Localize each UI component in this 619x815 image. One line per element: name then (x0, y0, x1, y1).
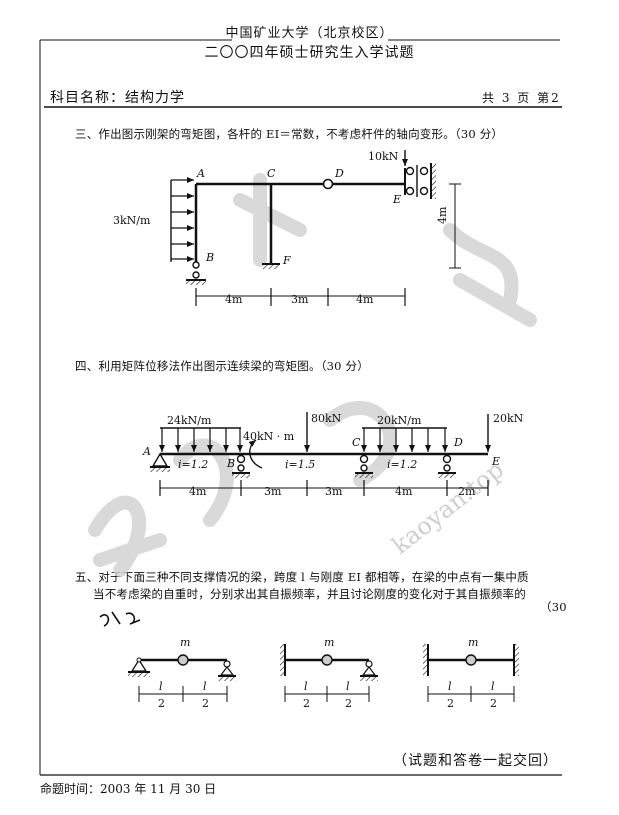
load-20kn: 20kN (493, 412, 524, 425)
half-span-3b: l (491, 680, 495, 693)
half-den-3b: 2 (490, 697, 497, 710)
load-24kn-m: 24kN/m (167, 414, 212, 427)
half-span-1a: l (159, 680, 163, 693)
q3-frame (170, 150, 461, 306)
subject-name: 科目名称：结构力学 (50, 90, 185, 106)
q4-labels: 24kN/m 40kN · m 80kN 20kN/m 20kN A B C D… (142, 412, 524, 498)
load-3kn-m: 3kN/m (113, 214, 151, 227)
exam-title: 二〇〇四年硕士研究生入学试题 (204, 45, 415, 61)
label-d: D (453, 436, 463, 449)
dim-3m: 3m (291, 293, 309, 306)
mass-label-3: m (468, 636, 478, 649)
hinge-d (322, 178, 334, 190)
watermark (88, 173, 537, 577)
half-den-1a: 2 (158, 697, 165, 710)
handwritten-mark (99, 611, 141, 627)
dim-4m-cd: 4m (395, 485, 413, 498)
slider-support-e (404, 163, 436, 199)
page-info: 共 3 页 第2 (482, 91, 561, 105)
dim-4m-1: 4m (225, 293, 243, 306)
return-note: （试题和答卷一起交回） (393, 753, 558, 769)
question-5-score: （30 (540, 600, 567, 614)
support-a (150, 452, 170, 472)
load-20kn-m: 20kN/m (377, 414, 422, 427)
half-span-2b: l (346, 680, 350, 693)
page-frame (39, 39, 562, 776)
question-3-text: 三、作出图示刚架的弯矩图，各杆的 EI＝常数，不考虑杆件的轴向变形。（30 分） (75, 127, 504, 141)
q5-beam-2 (280, 644, 378, 702)
exam-date: 命题时间：2003 年 11 月 30 日 (40, 782, 217, 796)
label-e: E (392, 193, 401, 206)
half-span-3a: l (448, 680, 452, 693)
label-a: A (142, 445, 151, 458)
label-c: C (267, 167, 276, 180)
dim-3m-1: 3m (264, 485, 282, 498)
label-c: C (352, 436, 361, 449)
label-b: B (205, 251, 214, 264)
question-5-line2: 当不考虑梁的自重时，分别求出其自振频率，并且讨论刚度的变化对于其自振频率的 (93, 587, 526, 601)
mass-2 (321, 654, 333, 666)
university-name: 中国矿业大学（北京校区） (225, 26, 394, 41)
stiffness-cd: i=1.2 (387, 458, 417, 471)
mass-3 (465, 654, 477, 666)
q5-beam-1 (128, 654, 236, 702)
dim-3m-2: 3m (325, 485, 343, 498)
q5-beam-3 (423, 644, 519, 702)
label-a: A (196, 167, 205, 180)
load-10kn: 10kN (368, 150, 399, 163)
label-f: F (282, 254, 291, 267)
moment-40knm (248, 439, 263, 469)
half-den-2a: 2 (303, 697, 310, 710)
half-den-2b: 2 (345, 697, 352, 710)
support-d (438, 454, 456, 478)
stiffness-bc: i=1.5 (285, 458, 315, 471)
q4-beam (150, 412, 491, 496)
half-span-1b: l (203, 680, 207, 693)
half-den-3a: 2 (447, 697, 454, 710)
question-4-text: 四、利用矩阵位移法作出图示连续梁的弯矩图。（30 分） (75, 359, 369, 373)
label-b: B (226, 457, 235, 470)
stiffness-ab: i=1.2 (178, 458, 208, 471)
half-span-2a: l (304, 680, 308, 693)
q3-labels: A C D E B F 3kN/m 10kN 4m 3m 4m 4m (113, 150, 449, 306)
dim-height-4m: 4m (436, 206, 449, 224)
question-5-line1: 五、对于下面三种不同支撑情况的梁，跨度 l 与刚度 EI 都相等，在梁的中点有一… (75, 570, 529, 584)
dim-2m: 2m (458, 485, 476, 498)
support-b (232, 454, 250, 478)
dim-4m-ab: 4m (189, 485, 207, 498)
mass-label-2: m (324, 636, 334, 649)
label-d: D (334, 167, 344, 180)
dim-4m-2: 4m (356, 293, 374, 306)
load-40knm: 40kN · m (243, 430, 295, 443)
mass-label-1: m (180, 636, 190, 649)
label-e: E (491, 455, 500, 468)
load-80kn: 80kN (311, 412, 342, 425)
pin-support-b (192, 261, 200, 269)
half-den-1b: 2 (202, 697, 209, 710)
support-c (355, 454, 373, 478)
mass-1 (177, 654, 189, 666)
q5-labels: m m m l 2 l 2 l 2 l 2 l 2 l 2 (155, 636, 497, 710)
